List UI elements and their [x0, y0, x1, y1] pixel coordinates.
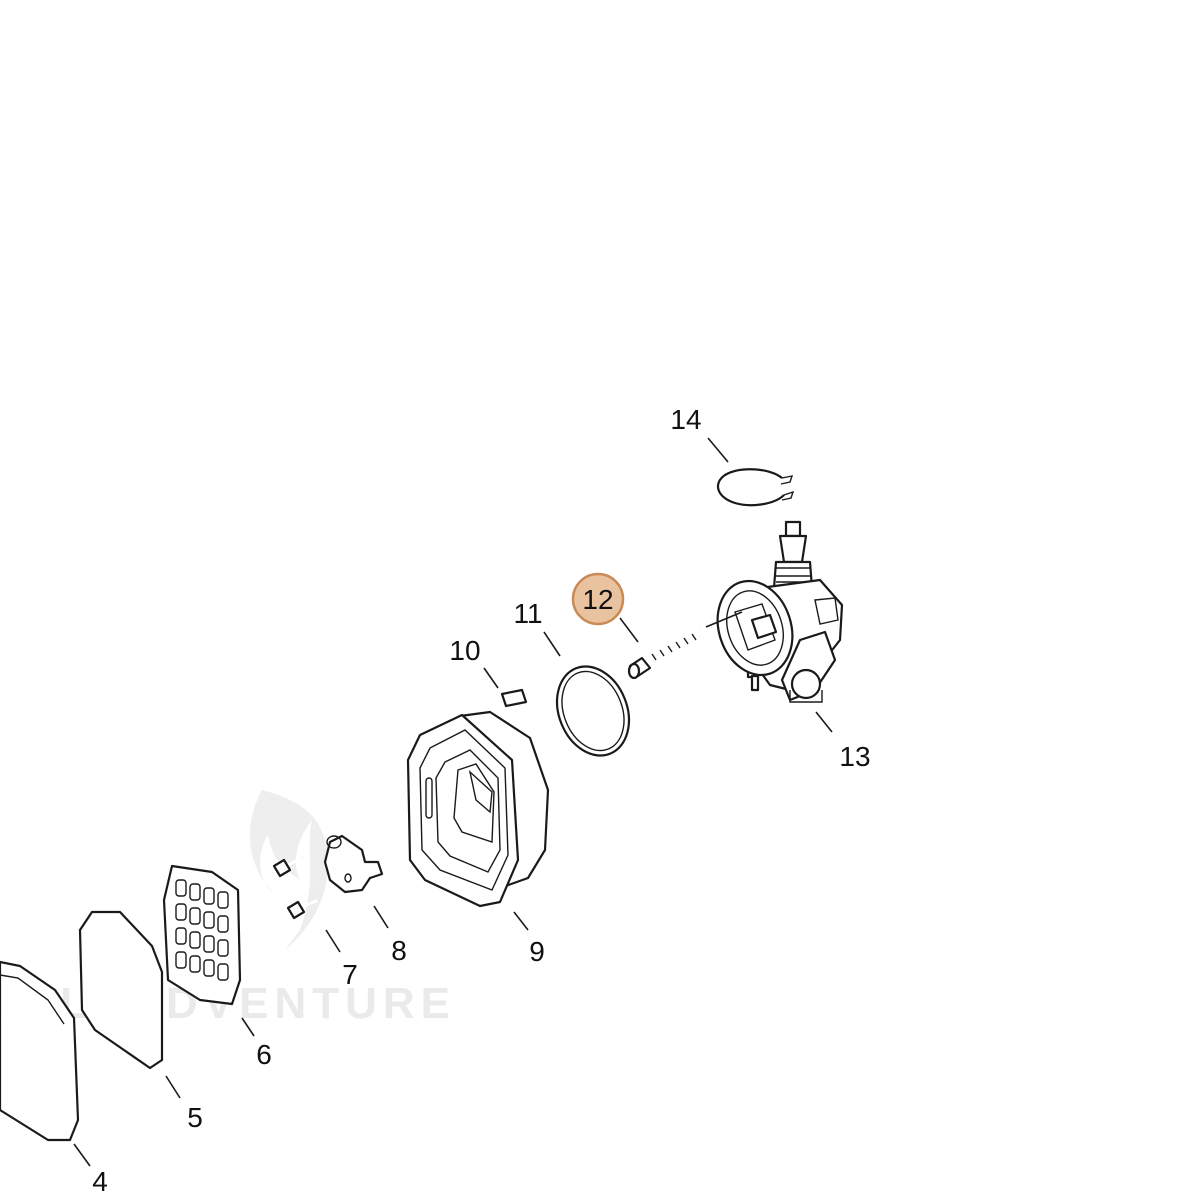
callout-12-highlight[interactable]: 12	[571, 572, 625, 626]
part-4-cover	[0, 960, 80, 1142]
part-14-circlip	[716, 468, 795, 507]
callout-10[interactable]: 10	[449, 635, 480, 666]
part-12-screw	[627, 611, 743, 680]
part-7-bolts	[272, 856, 319, 920]
callout-5[interactable]: 5	[187, 1102, 203, 1133]
callout-6[interactable]: 6	[256, 1039, 272, 1070]
part-10-plate	[500, 688, 528, 708]
leader-lines	[73, 437, 833, 1167]
callout-7[interactable]: 7	[342, 959, 358, 990]
callout-8[interactable]: 8	[391, 935, 407, 966]
part-6-screen-mesh	[162, 864, 242, 1006]
part-13-carburetor	[716, 520, 844, 703]
callout-labels: 14 13 12 11 10 9 8 7 6 5 4	[92, 404, 870, 1197]
callout-11[interactable]: 11	[513, 598, 542, 629]
callout-12: 12	[582, 584, 613, 615]
part-5-filter-element	[78, 910, 164, 1070]
part-8-bracket	[323, 834, 384, 894]
callout-4[interactable]: 4	[92, 1166, 108, 1197]
part-11-o-ring	[555, 665, 631, 757]
highlight-circle	[571, 572, 625, 626]
callout-14[interactable]: 14	[670, 404, 701, 435]
callout-13[interactable]: 13	[839, 741, 870, 772]
part-9-air-cleaner-case	[406, 710, 550, 908]
callout-9[interactable]: 9	[529, 936, 545, 967]
